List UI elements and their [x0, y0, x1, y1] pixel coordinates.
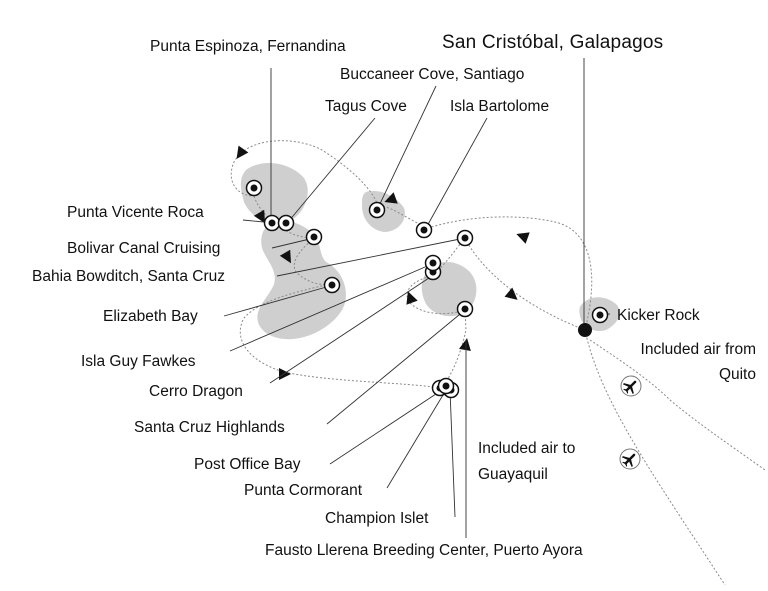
port-label-post-office-bay: Post Office Bay [194, 456, 301, 473]
isla-isabela [257, 220, 346, 340]
direction-arrow-icon [279, 249, 291, 264]
port-label-champion-islet: Champion Islet [325, 510, 429, 527]
port-label-punta-espinoza: Punta Espinoza, Fernandina [150, 38, 346, 55]
flight-from-label-line1: Included air from [640, 341, 756, 358]
direction-arrows [236, 145, 530, 380]
direction-arrow-icon [236, 145, 249, 159]
port-marker-icon [323, 276, 341, 294]
port-label-kicker-rock: Kicker Rock [617, 307, 700, 324]
port-marker-icon [424, 254, 442, 272]
direction-arrow-icon [516, 232, 530, 244]
port-label-santa-cruz-highlands: Santa Cruz Highlands [134, 419, 285, 436]
isla-fernandina [240, 163, 308, 224]
port-label-cerro-dragon: Cerro Dragon [149, 383, 243, 400]
port-label-bolivar-canal: Bolivar Canal Cruising [67, 240, 221, 257]
port-marker-icon [305, 228, 323, 246]
cruise-route [230, 140, 766, 586]
plane-icon [619, 448, 641, 470]
port-label-tagus-cove: Tagus Cove [325, 98, 407, 115]
port-label-fausto-llerena: Fausto Llerena Breeding Center, Puerto A… [265, 542, 583, 559]
flight-from-label-line2: Quito [718, 366, 756, 383]
port-markers [245, 179, 609, 399]
direction-arrow-icon [253, 209, 265, 224]
direction-arrow-icon [459, 338, 471, 351]
port-marker-icon [263, 214, 281, 232]
port-marker-icon [277, 214, 295, 232]
port-label-buccaneer-cove: Buccaneer Cove, Santiago [340, 66, 525, 83]
port-label-punta-vicente-roca: Punta Vicente Roca [67, 204, 204, 221]
port-label-elizabeth-bay: Elizabeth Bay [103, 308, 198, 325]
port-label-bahia-bowditch: Bahia Bowditch, Santa Cruz [32, 268, 225, 285]
port-marker-icon [456, 229, 474, 247]
port-label-isla-bartolome: Isla Bartolome [450, 98, 550, 115]
port-marker-icon [368, 201, 386, 219]
port-marker-icon [245, 179, 263, 197]
port-label-punta-cormorant: Punta Cormorant [244, 482, 363, 499]
home-port-dot-icon [578, 323, 592, 337]
flight-to-label-line1: Included air to [478, 440, 576, 457]
map-title: San Cristóbal, Galapagos [442, 32, 664, 53]
direction-arrow-icon [406, 291, 418, 305]
port-marker-icon [456, 300, 474, 318]
leader-lines [223, 58, 610, 538]
port-marker-icon [591, 306, 609, 324]
flight-to-label-line2: Guayaquil [478, 466, 548, 483]
islands [240, 163, 620, 340]
port-marker-icon [415, 221, 433, 239]
direction-arrow-icon [384, 192, 398, 204]
direction-arrow-icon [279, 368, 291, 380]
port-marker-icon [437, 377, 455, 395]
port-label-isla-guy-fawkes: Isla Guy Fawkes [81, 353, 196, 370]
plane-icon [620, 375, 642, 397]
direction-arrow-icon [504, 287, 518, 300]
